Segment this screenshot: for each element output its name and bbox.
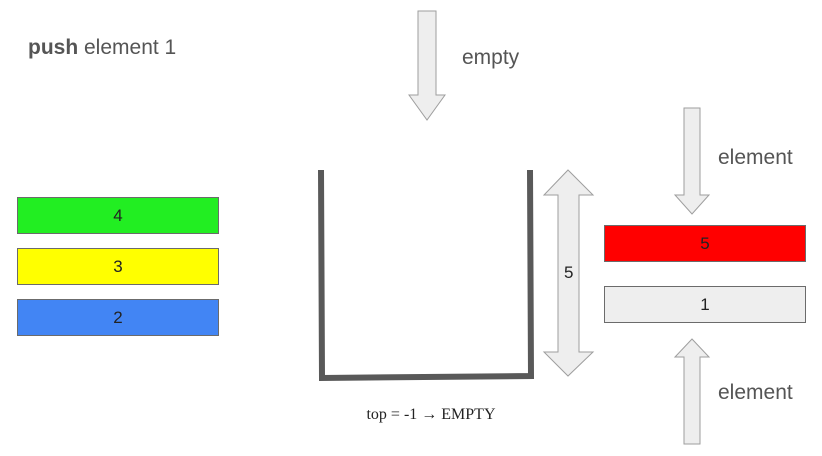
queue-block-value: 4 xyxy=(113,205,123,225)
down-arrow-icon xyxy=(408,10,446,121)
stack-container xyxy=(318,169,535,382)
queue-block: 4 xyxy=(17,197,219,234)
current-element-block: 1 xyxy=(604,286,806,323)
current-element-value: 1 xyxy=(700,294,710,314)
element-label-top: element xyxy=(718,146,793,169)
element-up-arrow-icon xyxy=(673,338,711,445)
queue-block-value: 2 xyxy=(113,307,123,327)
double-arrow-icon xyxy=(542,169,595,377)
element-label-bottom: element xyxy=(718,381,793,404)
incoming-label: empty xyxy=(462,46,520,69)
operation-argument: element 1 xyxy=(78,36,177,59)
capacity-block-value: 5 xyxy=(700,233,710,253)
queue-block: 2 xyxy=(17,299,219,336)
operation-keyword: push xyxy=(28,36,79,59)
capacity-label: 5 xyxy=(564,263,574,282)
stack-status: top = -1 → EMPTY xyxy=(366,406,496,423)
capacity-block: 5 xyxy=(604,225,806,262)
element-down-arrow-icon xyxy=(673,107,711,215)
queue-block-value: 3 xyxy=(113,256,123,276)
operation-title: push element 1 xyxy=(28,36,176,60)
queue-block: 3 xyxy=(17,248,219,285)
